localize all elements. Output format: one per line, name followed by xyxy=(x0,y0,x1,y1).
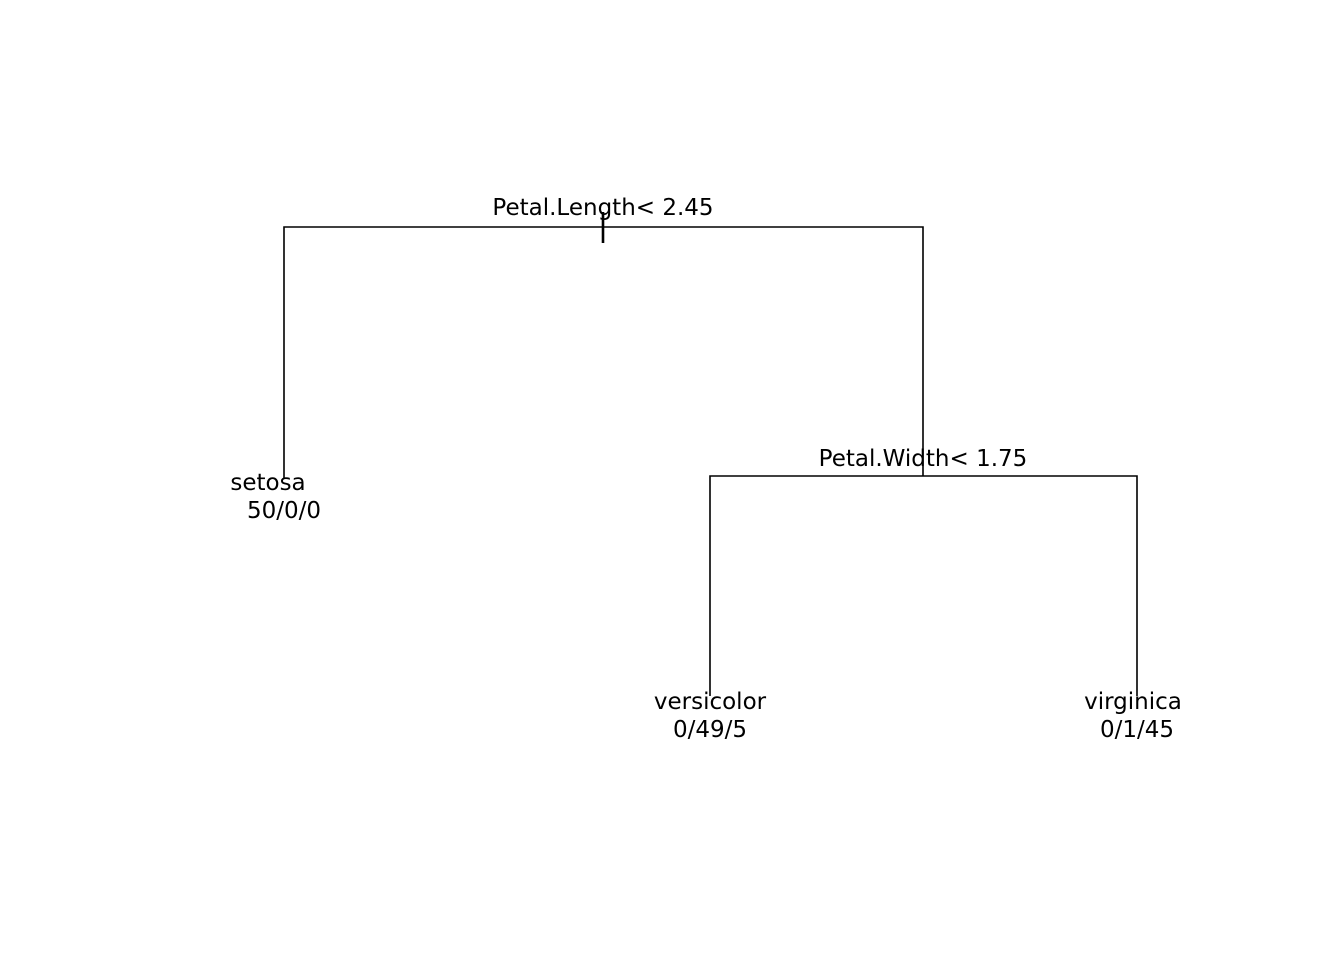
root-split-label: Petal.Length< 2.45 xyxy=(492,195,713,221)
split2-right-branch xyxy=(923,475,1138,696)
leaf-setosa: setosa 50/0/0 xyxy=(230,470,321,524)
leaf-versicolor-class: versicolor xyxy=(654,689,767,715)
root-right-branch xyxy=(603,226,924,476)
leaf-virginica-counts: 0/1/45 xyxy=(1100,717,1174,743)
root-split-edges xyxy=(283,212,924,478)
leaf-versicolor-counts: 0/49/5 xyxy=(673,717,747,743)
split2-label: Petal.Width< 1.75 xyxy=(819,446,1028,472)
leaf-virginica-class: virginica xyxy=(1084,689,1182,715)
leaf-setosa-counts: 50/0/0 xyxy=(247,498,321,524)
leaf-virginica: virginica 0/1/45 xyxy=(1084,689,1182,743)
root-left-branch xyxy=(283,226,603,478)
split2-left-branch xyxy=(709,475,923,696)
second-split-edges xyxy=(709,475,1138,696)
leaf-setosa-class: setosa xyxy=(230,470,305,496)
leaf-versicolor: versicolor 0/49/5 xyxy=(654,689,767,743)
